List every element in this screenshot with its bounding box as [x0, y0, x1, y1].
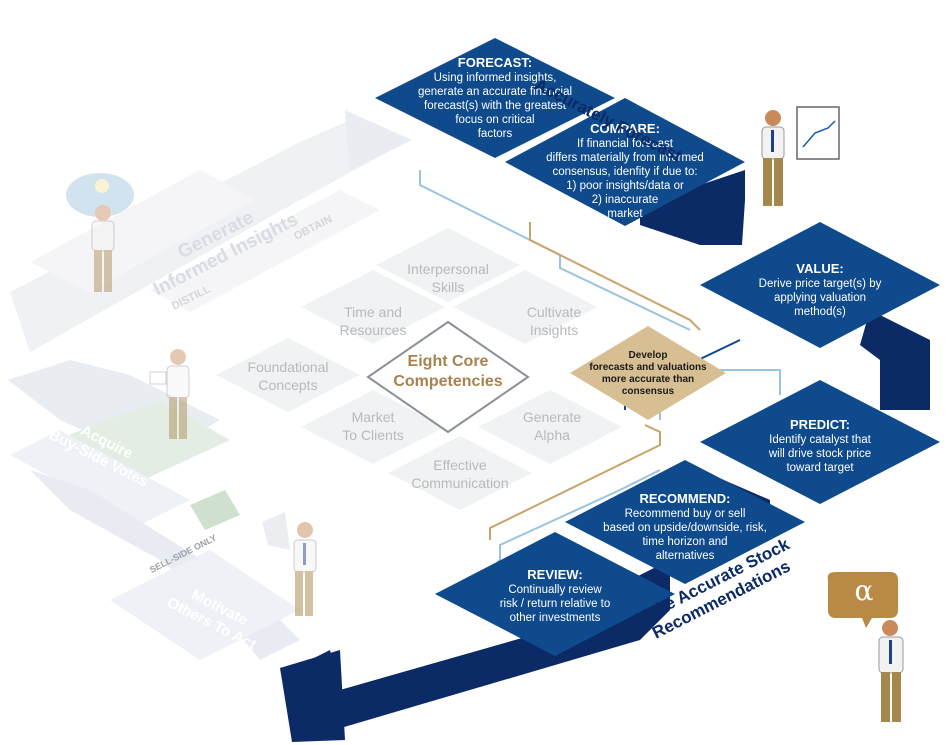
process-arrows — [280, 170, 930, 742]
reading-person-icon — [149, 349, 190, 439]
megaphone-person-icon — [262, 512, 317, 616]
step-diamonds — [375, 38, 940, 656]
presenter-person-icon — [761, 106, 840, 206]
forecast-diamond — [375, 38, 615, 158]
value-diamond — [700, 222, 940, 348]
compare-diamond — [505, 98, 745, 226]
forecast-text: FORECAST: Using informed insights,genera… — [417, 55, 573, 141]
generate-insights-arrow — [10, 110, 412, 352]
alpha-symbol: α — [854, 574, 874, 607]
review-diamond — [435, 532, 675, 656]
acquire-votes-arrow — [8, 360, 230, 525]
thinking-person-icon — [66, 173, 134, 292]
center-diamond — [366, 320, 530, 434]
develop-diamond — [570, 326, 726, 420]
alpha-person-icon — [827, 572, 904, 722]
motivate-arrow — [30, 470, 300, 660]
recommend-diamond — [565, 460, 805, 584]
competency-grid — [216, 228, 622, 510]
predict-diamond — [700, 380, 940, 504]
